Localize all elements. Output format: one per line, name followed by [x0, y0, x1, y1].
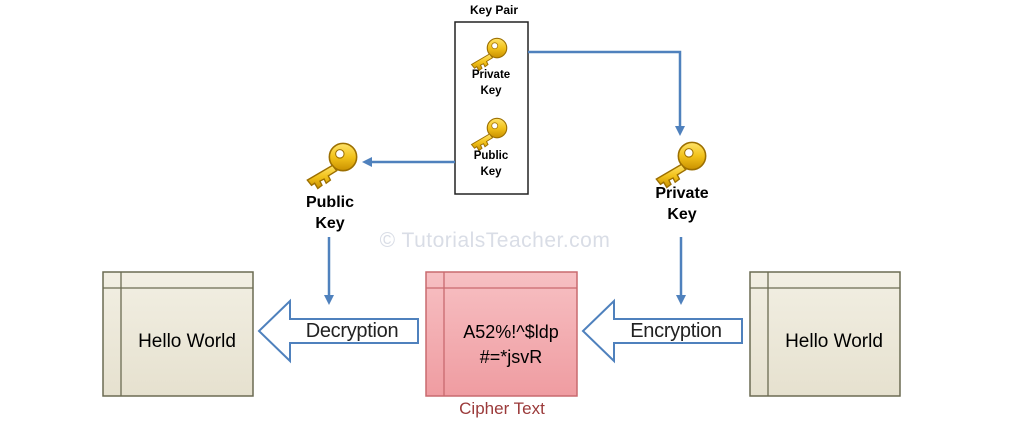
right-document-text: Hello World: [785, 331, 883, 352]
left-public-key-label: Public Key: [305, 194, 354, 232]
watermark: © TutorialsTeacher.com: [379, 229, 611, 252]
right-private-key-icon: [655, 141, 707, 189]
cipher-text-line1: A52%!^$ldp: [463, 322, 559, 342]
cipher-document: [425, 271, 578, 397]
key-pair-title: Key Pair: [469, 3, 519, 17]
decryption-label: Decryption: [305, 320, 399, 342]
key-pair-public-key-label: Public Key: [473, 150, 509, 178]
key-pair-private-key-label: Private Key: [471, 69, 511, 97]
encryption-arrow: [581, 298, 743, 364]
left-document-text: Hello World: [138, 331, 236, 352]
right-document: [749, 271, 901, 397]
cipher-caption: Cipher Text: [459, 399, 545, 418]
decryption-arrow: [257, 298, 419, 364]
left-document: [102, 271, 254, 397]
connector-private-key: [528, 50, 685, 136]
cipher-text-line2: #=*jsvR: [479, 347, 543, 367]
encryption-label: Encryption: [630, 320, 722, 342]
left-public-key-icon: [306, 142, 358, 190]
right-private-key-label: Private Key: [655, 185, 709, 223]
